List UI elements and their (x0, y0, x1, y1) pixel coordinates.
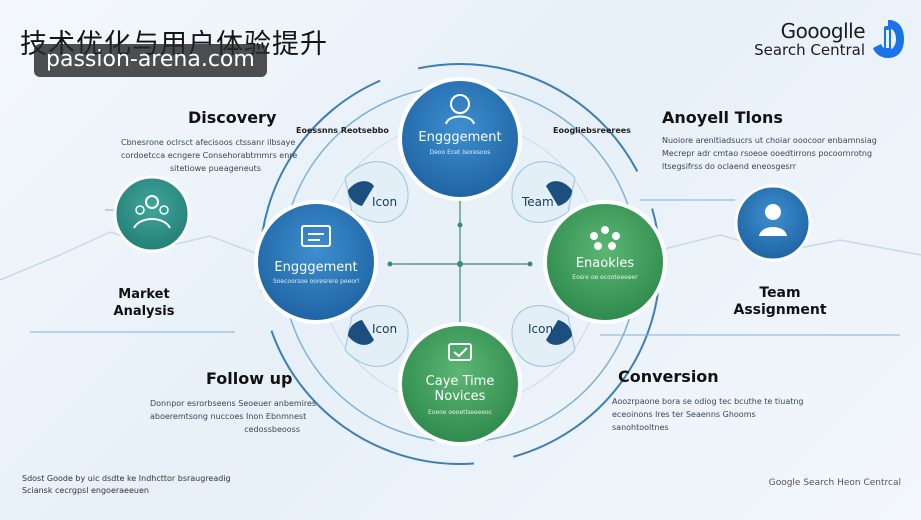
follow-up-description: Donnpor esrorbseens Seoeuer anbemires ab… (150, 397, 317, 436)
conversion-desc-line: Aoozrpaone bora se odiog tec bcuthe te t… (612, 397, 804, 406)
petal-upper-left (344, 161, 409, 223)
petal-lower-right-label: Icon (528, 322, 554, 336)
discovery-title: Discovery (188, 108, 277, 127)
node-right-title: Enaokles (575, 256, 635, 271)
petal-upper-left-label: Icon (372, 195, 398, 209)
node-top-subtitle: Deoo Ecet Isoresoos (429, 149, 491, 156)
petal-accent-lower-left (348, 320, 374, 345)
node-left-title: Engggement (274, 260, 358, 275)
node-right-enaokles (543, 200, 667, 324)
team-assignment-disc (734, 184, 812, 262)
footer-note-line: Sdost Goode by uic dsdte ke Indhcttor bs… (22, 474, 231, 483)
brand-logo: Goooglle Search Central (754, 18, 905, 60)
team-assignment-label: Team Assignment (730, 285, 830, 319)
conversion-desc-line: sanohtooltnes (612, 423, 669, 432)
team-assignment-line: Assignment (733, 302, 827, 318)
follow-up-desc-line: aboeremtsong nuccoes Inon Ebnmnest (150, 412, 307, 421)
brand-name: Goooglle (780, 18, 866, 43)
discovery-description: Cbnesrone oclrsct afecisoos ctssanr ilbs… (121, 136, 298, 175)
follow-up-desc-line: Donnpor esrorbseens Seoeuer anbemires (150, 399, 317, 408)
user-avatar-icon (759, 204, 787, 236)
top-left-mini-label: Eoessnns Reotsebbo (296, 126, 389, 135)
market-analysis-disc (113, 175, 191, 253)
person-icon (445, 94, 475, 125)
node-left-subtitle: Soecoorsoe ooresrere peeorl (272, 278, 360, 285)
discovery-desc-line: cordoetcca ecngere Consehorabtmmrs enre (121, 151, 298, 160)
footer-brand: Google Search Heon Centrcal (768, 478, 901, 488)
brand-mark-icon (873, 20, 904, 58)
center-dot (527, 261, 533, 267)
node-right-subtitle: Eosre oe ecooteeeeer (572, 274, 638, 281)
market-analysis-line: Analysis (113, 304, 175, 319)
team-group-icon (133, 195, 171, 229)
watermark: passion-arena.com (34, 44, 267, 77)
node-bottom-title-2: Novices (434, 389, 486, 404)
conversion-title: Conversion (618, 367, 719, 386)
center-dot (457, 222, 463, 228)
discovery-desc-line: sitetiowe pueageneuts (169, 164, 261, 173)
brand-subtitle: Search Central (754, 40, 865, 59)
node-right-label: Enaokles Eosre oe ecooteeeeer (545, 256, 665, 296)
market-analysis-label: Market Analysis (104, 286, 184, 320)
analysis-desc-line: ltsegsifrss do oclaend eneosgesrr (662, 162, 797, 171)
node-bottom-title-1: Caye Time (425, 374, 495, 389)
conversion-desc-line: eceoinons lres ter Seaenns Ghooms (612, 410, 756, 419)
team-assignment-line: Team (759, 285, 801, 301)
petal-accent-upper-left (348, 181, 374, 206)
node-left-engagement (254, 200, 378, 324)
analysis-desc-line: Mecrepr adr cmtao rsoeoe ooedtirrons poc… (662, 149, 873, 158)
node-bottom-subtitle: Eoeoe oeoetlseeeeoc (427, 409, 493, 416)
petal-upper-right-label: Team (522, 195, 554, 209)
node-bottom-time (398, 322, 522, 446)
top-right-mini-label: Eoogliebsreerees (553, 126, 631, 135)
follow-up-desc-line: cedossbeooss (244, 425, 300, 434)
checklist-window-icon (448, 343, 472, 361)
network-cluster-icon (590, 226, 620, 250)
footer-note-line: Sciansk cecrgpsl engoeraeeuen (22, 486, 149, 495)
node-top-engagement (398, 77, 522, 201)
center-dot (457, 261, 463, 267)
node-top-label: Engggement Deoo Ecet Isoresoos (400, 128, 520, 168)
petal-upper-right (511, 161, 576, 223)
discovery-desc-line: Cbnesrone oclrsct afecisoos ctssanr ilbs… (121, 138, 296, 147)
node-bottom-label: Caye Time Novices Eoeoe oeoetlseeeeoc (400, 374, 520, 424)
petal-accent-lower-right (546, 320, 572, 345)
petal-accent-upper-right (546, 181, 572, 206)
node-left-label: Engggement Soecoorsoe ooresrere peeorl (256, 260, 376, 300)
monitor-icon (301, 225, 331, 247)
analysis-desc-line: Nuoiore arenltiadsucrs ut choiar ooocoor… (662, 136, 877, 145)
follow-up-title: Follow up (206, 369, 293, 388)
analysis-title: Anoyell Tlons (662, 108, 783, 127)
center-dot (387, 261, 393, 267)
node-top-title: Engggement (418, 130, 502, 145)
conversion-description: Aoozrpaone bora se odiog tec bcuthe te t… (612, 395, 804, 434)
footer-note: Sdost Goode by uic dsdte ke Indhcttor bs… (22, 473, 231, 497)
petal-lower-left-label: Icon (372, 322, 398, 336)
market-analysis-line: Market (118, 287, 170, 302)
analysis-description: Nuoiore arenltiadsucrs ut choiar ooocoor… (662, 134, 877, 173)
